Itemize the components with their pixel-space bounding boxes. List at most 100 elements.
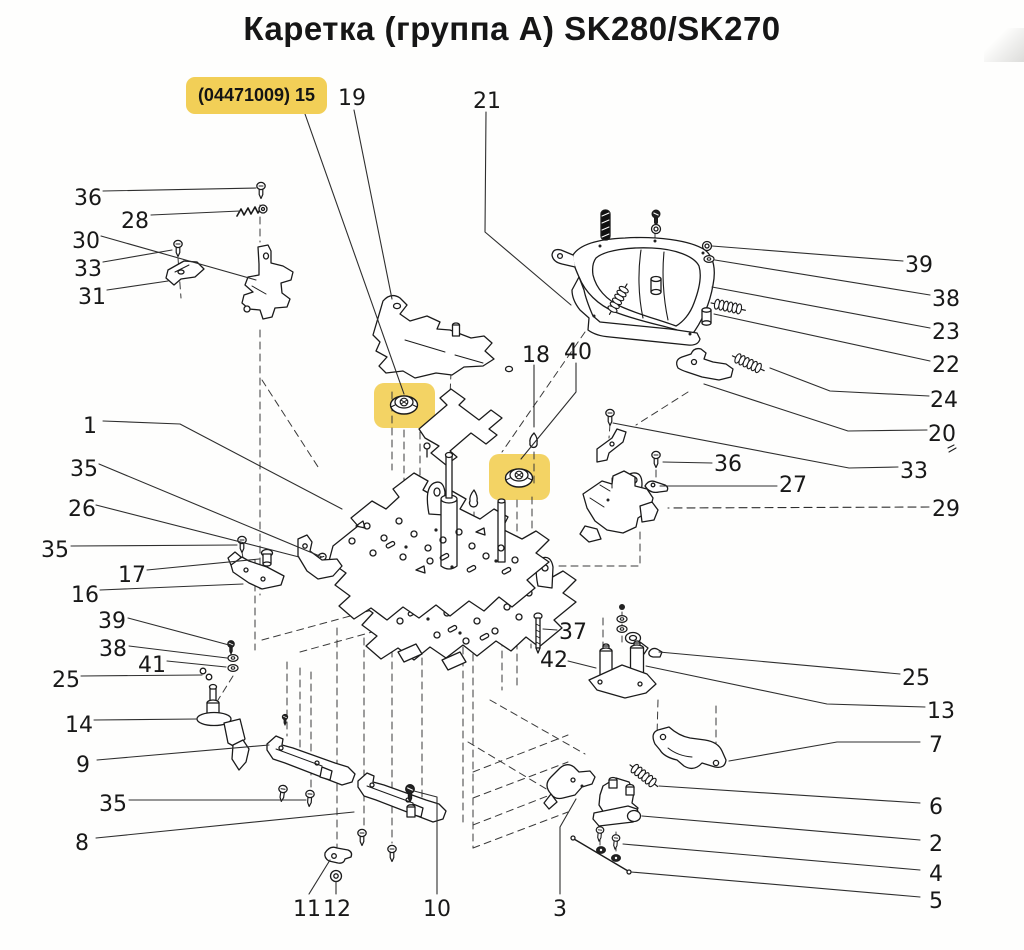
callout-25: 25: [52, 668, 80, 693]
washer-38: [227, 653, 239, 663]
callout-7: 7: [929, 733, 943, 758]
lever-20: [676, 347, 734, 381]
screw-icon: [304, 789, 316, 808]
callout-17: 17: [118, 563, 146, 588]
leader-17: [146, 558, 260, 571]
leader-19: [353, 109, 393, 300]
guide-bracket-26: [297, 534, 343, 580]
washer-38: [703, 254, 715, 264]
callout-30: 30: [72, 229, 100, 254]
callout-9: 9: [76, 753, 90, 778]
callout-25: 25: [902, 666, 930, 691]
leader-28: [150, 210, 241, 216]
page-title: Каретка (группа А) SK280/SK270: [243, 10, 781, 47]
leader-42: [567, 660, 597, 669]
cross-plate: [418, 388, 538, 508]
callout-24: 24: [930, 388, 958, 413]
callout-28: 28: [121, 209, 149, 234]
parts-layer: [165, 181, 957, 883]
leader-9: [96, 744, 270, 761]
nut-39: [701, 240, 713, 252]
callout-42: 42: [540, 648, 568, 673]
callout-27: 27: [779, 473, 807, 498]
callout-5: 5: [929, 889, 943, 914]
screw-icon: [276, 784, 289, 803]
screw-icon: [387, 844, 397, 863]
leader-36: [662, 461, 713, 464]
screw-icon: [256, 181, 266, 200]
callout-1: 1: [83, 414, 97, 439]
leader-2: [641, 815, 921, 841]
screw-icon: [227, 640, 235, 655]
callout-11: 11: [293, 897, 321, 922]
wire-5: [573, 838, 629, 872]
rail-bracket-9: [266, 713, 356, 808]
pivot-assembly-13-42: [533, 604, 663, 699]
tension-assembly-3: [543, 726, 727, 875]
highlighted-nut-15-a: [389, 395, 419, 415]
screw-icon: [651, 209, 661, 227]
callout-21: 21: [473, 89, 501, 114]
leader-23: [711, 286, 931, 329]
callout-31: 31: [78, 285, 106, 310]
washer-41: [227, 663, 239, 673]
bracket-16-17: [227, 535, 285, 590]
callout-13: 13: [927, 699, 955, 724]
bracket-assembly-29: [579, 408, 669, 543]
callout-36: 36: [74, 186, 102, 211]
leader-33: [102, 249, 173, 263]
main-plate-1: [316, 451, 577, 671]
stray-mark: [947, 444, 957, 453]
scan-shadow: [984, 28, 1024, 62]
leader-39: [127, 617, 230, 646]
cam-plate-19: [372, 294, 514, 379]
clip-25: [648, 647, 663, 658]
leader-14: [93, 718, 198, 721]
washer-4: [610, 853, 622, 863]
leader-33: [612, 422, 899, 469]
leader-11: [308, 859, 331, 895]
leader-7: [728, 741, 921, 762]
leader-30: [100, 235, 257, 281]
leader-10: [413, 790, 438, 895]
clip-27: [644, 480, 669, 494]
callout-16: 16: [71, 583, 99, 608]
leader-29: [667, 506, 930, 509]
callout-38: 38: [99, 637, 127, 662]
callout-33: 33: [74, 257, 102, 282]
callout-41: 41: [138, 653, 166, 678]
callout-20: 20: [928, 422, 956, 447]
leader-25: [80, 674, 203, 677]
callout-33: 33: [900, 459, 928, 484]
leader-20: [703, 383, 928, 432]
callout-38: 38: [932, 287, 960, 312]
leader-26: [95, 504, 300, 558]
leader-35: [98, 463, 323, 558]
frame-assembly-21: [551, 209, 767, 381]
assembly-dashed-lines: [177, 204, 717, 869]
callout-14: 14: [65, 713, 93, 738]
callout-23: 23: [932, 320, 960, 345]
leader-38: [714, 259, 931, 296]
leader-41: [166, 660, 227, 668]
callout-40: 40: [564, 340, 592, 365]
leader-16: [99, 583, 244, 591]
leader-39: [711, 245, 904, 262]
compression-spring-dark: [600, 209, 611, 241]
callout-26: 26: [68, 497, 96, 522]
part-callout-15: 15: [295, 85, 316, 105]
plate-7: [652, 726, 727, 770]
spring-22: [709, 297, 748, 316]
leader-3: [559, 798, 577, 895]
callout-35: 35: [99, 792, 127, 817]
leader-31: [106, 280, 169, 291]
leader-35: [70, 544, 238, 547]
screw-36: [651, 450, 661, 469]
leader-13: [645, 665, 926, 708]
leader-15: [304, 113, 405, 395]
spring-24: [729, 350, 767, 376]
leader-24: [769, 367, 930, 397]
